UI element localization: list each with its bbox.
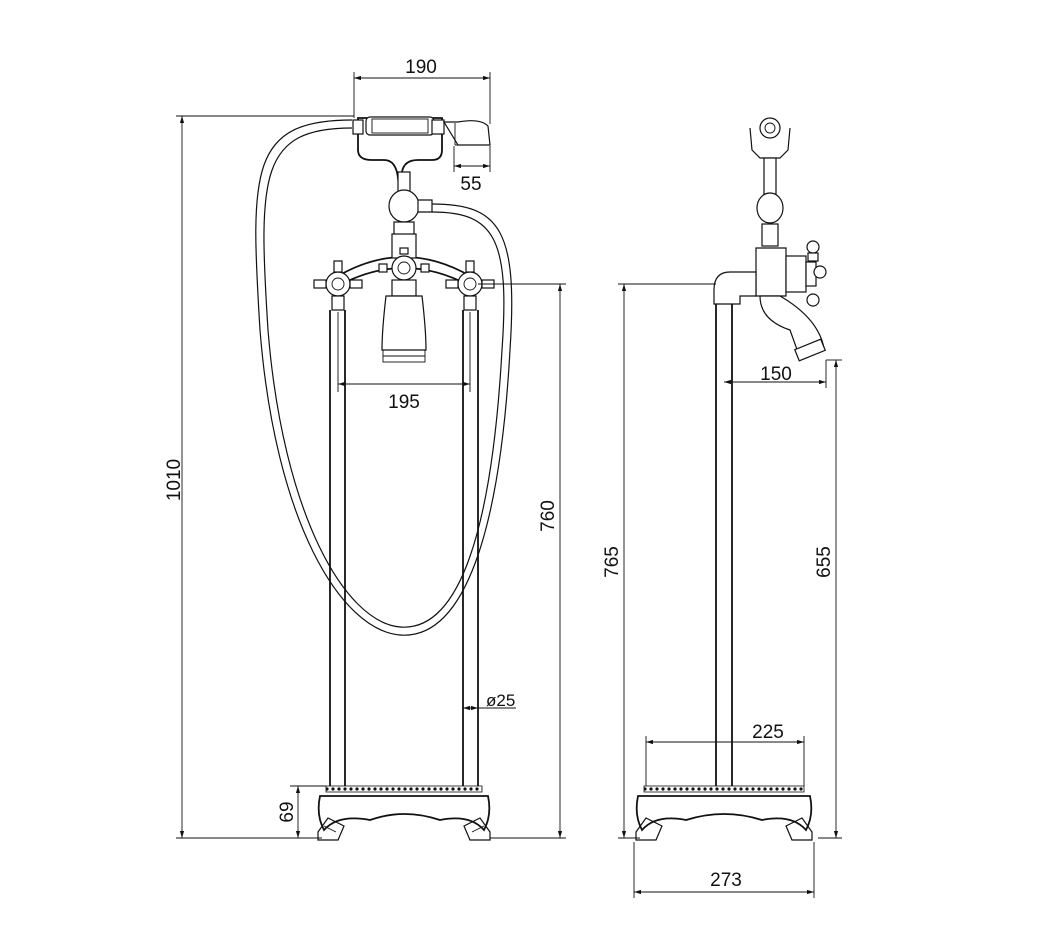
dimension-base-bottom-width: 273: [633, 842, 815, 898]
front-riser: [388, 171, 433, 237]
shower-hose: [255, 119, 513, 636]
dimension-total-height: 1010: [164, 115, 354, 839]
side-mixer-body: [713, 240, 827, 362]
dim-765-label: 765: [602, 546, 623, 578]
dim-190-label: 190: [405, 57, 437, 78]
dim-55-label: 55: [460, 174, 481, 195]
dim-1010-label: 1010: [164, 459, 185, 501]
dim-195-label: 195: [388, 392, 420, 413]
left-cross-handle: [313, 260, 363, 311]
mixer-body: [337, 233, 471, 363]
dimension-column-height: 760: [478, 283, 566, 839]
dim-150-label: 150: [760, 364, 792, 385]
dimension-handle-spacing: 195: [337, 312, 471, 413]
dimension-pipe-height: 765: [602, 283, 716, 839]
side-pipe: [715, 304, 733, 786]
dim-225-label: 225: [752, 722, 784, 743]
dim-69-label: 69: [277, 801, 298, 822]
dim-655-label: 655: [814, 546, 835, 578]
front-columns: [329, 310, 479, 786]
dimension-head-depth: 55: [453, 146, 491, 195]
right-cross-handle: [445, 260, 495, 311]
dim-diameter-label: ø25: [486, 691, 515, 710]
side-view: 765 150 655 225 273: [602, 117, 842, 898]
dimension-base-height: 69: [277, 785, 326, 838]
front-view: 190 55 1010 195 760: [164, 57, 566, 841]
front-base: [317, 785, 491, 841]
dim-273-label: 273: [710, 870, 742, 891]
dimension-spout-reach: 150: [724, 360, 827, 388]
side-handset-cradle: [749, 117, 791, 247]
dimension-head-width: 190: [353, 57, 491, 124]
dim-760-label: 760: [538, 500, 559, 532]
side-base: [635, 785, 813, 841]
dimension-base-top-width: 225: [645, 722, 805, 786]
dimension-spout-height: 655: [814, 359, 842, 839]
shower-handset: [352, 116, 491, 181]
dimension-pipe-diameter: ø25: [463, 691, 516, 711]
